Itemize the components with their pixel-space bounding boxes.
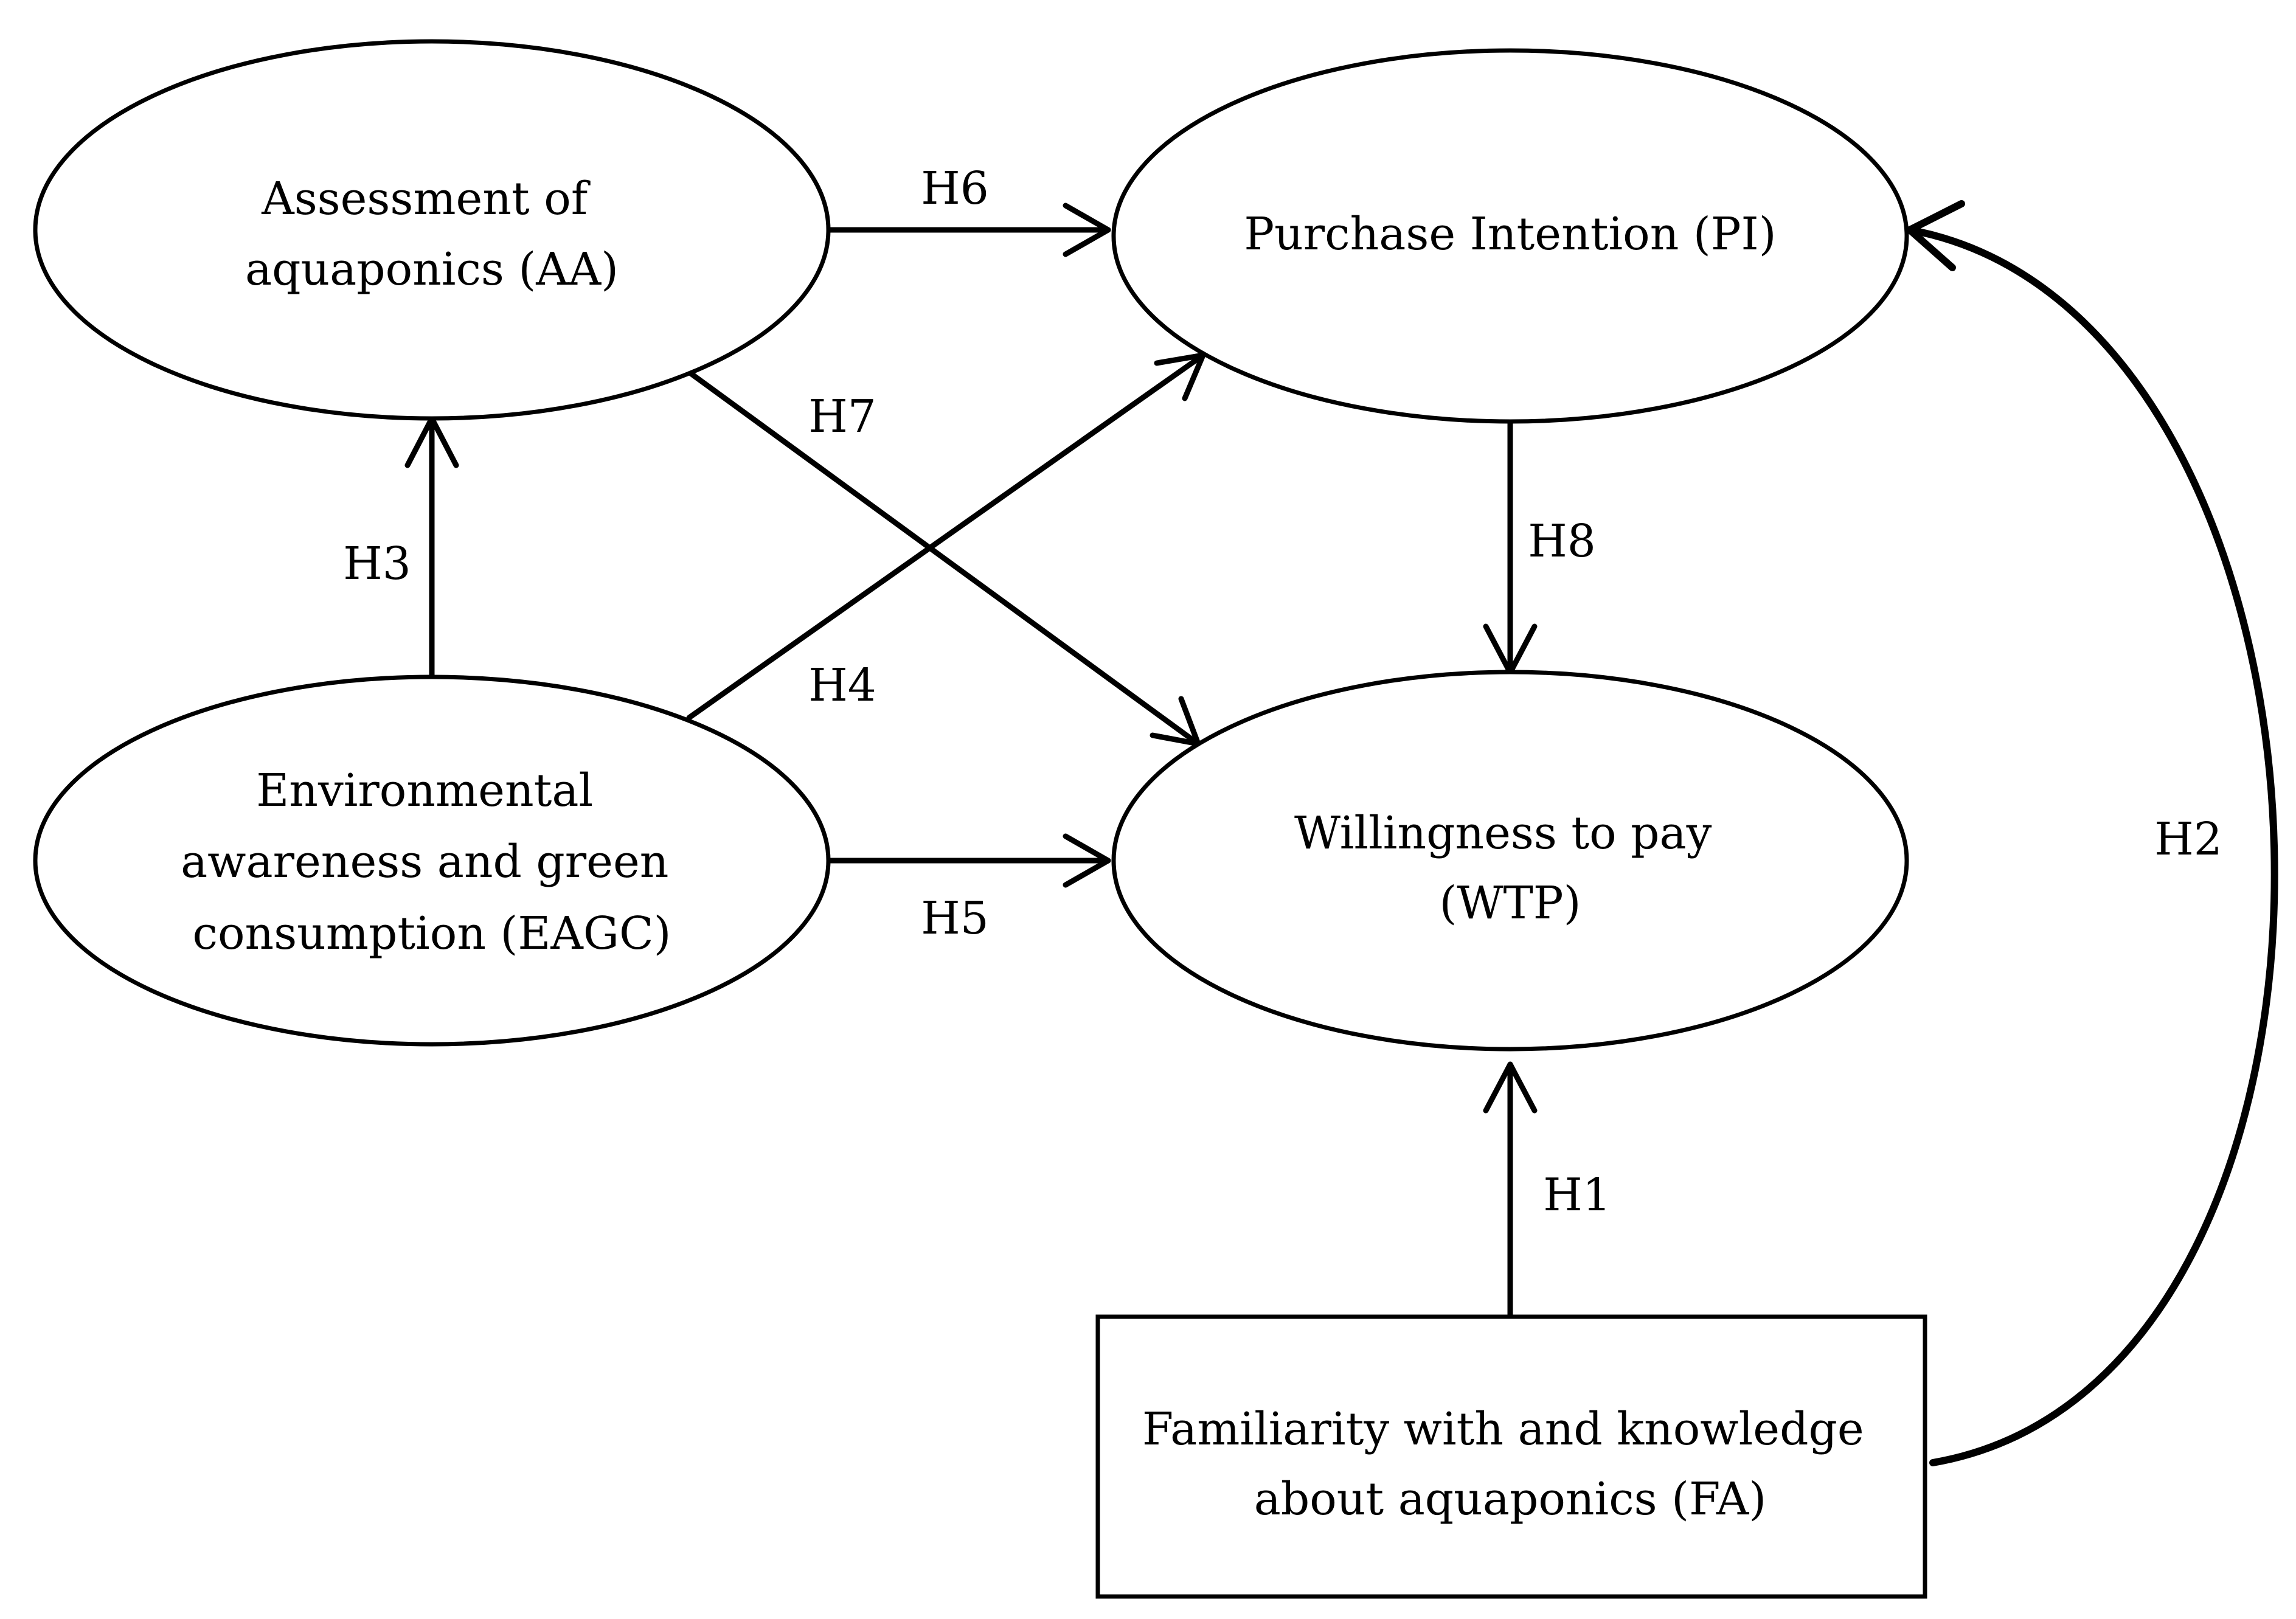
node-aa-label: Assessment of aquaponics (AA) (245, 173, 619, 296)
edge-h2 (1906, 200, 2278, 1466)
edge-label-h8: H8 (1528, 515, 1596, 567)
node-fa-label: Familiarity with and knowledge about aqu… (1142, 1403, 1878, 1525)
edge-h6 (827, 203, 1111, 257)
node-wtp-label: Willingness to pay (WTP) (1294, 807, 1726, 929)
node-pi-label: Purchase Intention (PI) (1244, 208, 1776, 260)
edge-h1 (1483, 1061, 1538, 1320)
edge-h8 (1483, 415, 1538, 676)
edge-h4 (686, 352, 1206, 721)
edge-h3 (404, 415, 459, 680)
node-fa: Familiarity with and knowledge about aqu… (1095, 1314, 1927, 1599)
node-pi: Purchase Intention (PI) (1111, 48, 1909, 424)
edge-label-h3: H3 (343, 538, 411, 590)
edge-label-h6: H6 (921, 162, 989, 215)
node-wtp: Willingness to pay (WTP) (1111, 670, 1909, 1052)
edge-h7 (686, 369, 1201, 747)
node-eagc-label: Environmental awareness and green consum… (181, 764, 683, 960)
edge-label-h2: H2 (2154, 813, 2222, 865)
edge-label-h4: H4 (808, 659, 876, 712)
edge-label-h5: H5 (921, 892, 989, 945)
edge-h5 (827, 833, 1111, 888)
edge-label-h1: H1 (1543, 1169, 1611, 1221)
node-aa: Assessment of aquaponics (AA) (33, 39, 831, 421)
edge-label-h7: H7 (808, 390, 876, 443)
node-eagc: Environmental awareness and green consum… (33, 674, 831, 1047)
